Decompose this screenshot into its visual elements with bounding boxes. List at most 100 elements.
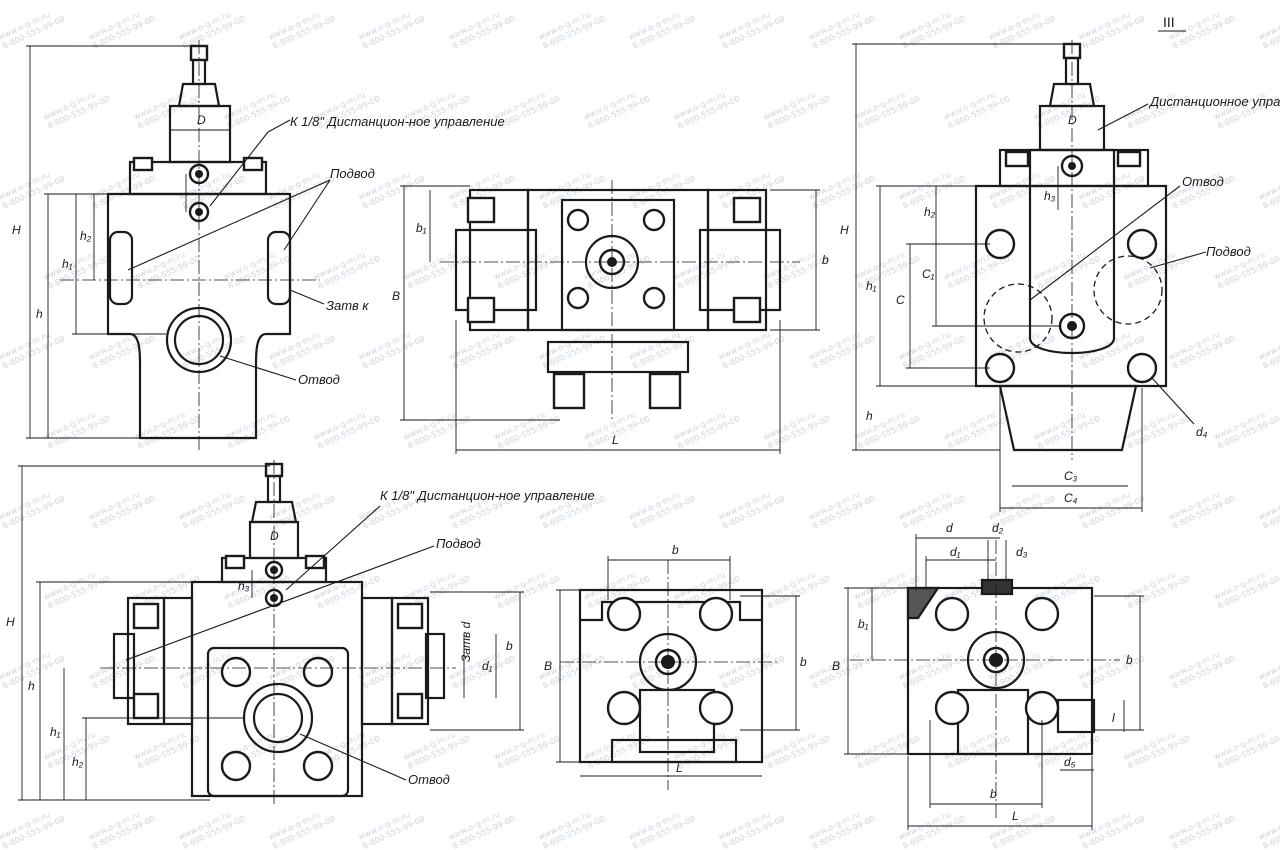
watermark-tile: www.o-g-m.ru8-800-555-99-00	[1122, 565, 1191, 611]
watermark-tile: www.o-g-m.ru8-800-555-99-00	[807, 805, 876, 850]
dim-B-br: B	[832, 659, 840, 673]
watermark-tile: www.o-g-m.ru8-800-555-99-00	[1032, 405, 1101, 451]
watermark-tile: www.o-g-m.ru8-800-555-99-00	[447, 5, 516, 51]
dim-C1-tr: C₁	[922, 267, 935, 281]
watermark-tile: www.o-g-m.ru8-800-555-99-00	[942, 725, 1011, 771]
view-bottom-left: H h h₁ h₂ h₃ D b d₁ Затв d К 1/8" Дистан…	[6, 460, 595, 806]
label-outlet-tr: Отвод	[1182, 174, 1224, 189]
watermark-tile: www.o-g-m.ru8-800-555-99-00	[717, 645, 786, 691]
watermark-tile: www.o-g-m.ru8-800-555-99-00	[1257, 485, 1280, 531]
dim-b-tm: b	[822, 253, 829, 267]
label-supply-tr: Подвод	[1206, 244, 1251, 259]
dim-C3-tr: C₃	[1064, 469, 1078, 483]
view-top-right: H h h₁ C C₁ h₂ h₃ D C₃ C₄ d₄ Дистанционн…	[840, 40, 1280, 512]
watermark-tile: www.o-g-m.ru8-800-555-99-00	[987, 165, 1056, 211]
watermark-tile: www.o-g-m.ru8-800-555-99-00	[1032, 245, 1101, 291]
label-plug-tl: Затв к	[326, 298, 369, 313]
watermark-tile: www.o-g-m.ru8-800-555-99-00	[492, 245, 561, 291]
watermark-tile: www.o-g-m.ru8-800-555-99-00	[42, 565, 111, 611]
watermark-tile: www.o-g-m.ru8-800-555-99-00	[717, 805, 786, 850]
dim-h-tr: h	[866, 409, 873, 423]
watermark-tile: www.o-g-m.ru8-800-555-99-00	[312, 245, 381, 291]
dim-d2-br: d₂	[992, 521, 1004, 535]
watermark-tile: www.o-g-m.ru8-800-555-99-00	[222, 85, 291, 131]
dim-h1: h₁	[62, 257, 73, 271]
watermark-tile: www.o-g-m.ru8-800-555-99-00	[42, 405, 111, 451]
watermark-tile: www.o-g-m.ru8-800-555-99-00	[177, 325, 246, 371]
watermark-tile: www.o-g-m.ru8-800-555-99-00	[267, 325, 336, 371]
watermark-tile: www.o-g-m.ru8-800-555-99-00	[42, 85, 111, 131]
watermark-tile: www.o-g-m.ru8-800-555-99-00	[582, 85, 651, 131]
watermark-tile: www.o-g-m.ru8-800-555-99-00	[807, 485, 876, 531]
watermark-tile: www.o-g-m.ru8-800-555-99-00	[1167, 645, 1236, 691]
watermark-tile: www.o-g-m.ru8-800-555-99-00	[0, 805, 66, 850]
dim-d3-br: d₃	[1016, 545, 1028, 559]
watermark-tile: www.o-g-m.ru8-800-555-99-00	[1257, 645, 1280, 691]
watermark-tile: www.o-g-m.ru8-800-555-99-00	[942, 405, 1011, 451]
watermark-tile: www.o-g-m.ru8-800-555-99-00	[672, 85, 741, 131]
watermark-tile: www.o-g-m.ru8-800-555-99-00	[402, 405, 471, 451]
watermark-tile: www.o-g-m.ru8-800-555-99-00	[762, 565, 831, 611]
dim-D-tr: D	[1068, 113, 1077, 127]
watermark-tile: www.o-g-m.ru8-800-555-99-00	[852, 725, 921, 771]
dim-h: h	[36, 307, 43, 321]
watermark-tile: www.o-g-m.ru8-800-555-99-00	[627, 485, 696, 531]
label-supply-bl: Подвод	[436, 536, 481, 551]
watermark-tile: www.o-g-m.ru8-800-555-99-00	[627, 5, 696, 51]
watermark-tile: www.o-g-m.ru8-800-555-99-00	[672, 405, 741, 451]
watermark-tile: www.o-g-m.ru8-800-555-99-00	[492, 725, 561, 771]
watermark-tile: www.o-g-m.ru8-800-555-99-00	[537, 805, 606, 850]
watermark-tile: www.o-g-m.ru8-800-555-99-00	[537, 165, 606, 211]
watermark-tile: www.o-g-m.ru8-800-555-99-00	[177, 5, 246, 51]
watermark-tile: www.o-g-m.ru8-800-555-99-00	[177, 485, 246, 531]
dim-d-br: d	[946, 521, 953, 535]
watermark-tile: www.o-g-m.ru8-800-555-99-00	[87, 805, 156, 850]
watermark-tile: www.o-g-m.ru8-800-555-99-00	[1257, 165, 1280, 211]
watermark-tile: www.o-g-m.ru8-800-555-99-00	[267, 805, 336, 850]
watermark-tile: www.o-g-m.ru8-800-555-99-00	[627, 325, 696, 371]
watermark-tile: www.o-g-m.ru8-800-555-99-00	[1077, 5, 1146, 51]
watermark-tile: www.o-g-m.ru8-800-555-99-00	[852, 85, 921, 131]
watermark-tile: www.o-g-m.ru8-800-555-99-00	[492, 405, 561, 451]
dim-d5-br: d₅	[1064, 755, 1076, 769]
watermark-tile: www.o-g-m.ru8-800-555-99-00	[807, 645, 876, 691]
watermark-tile: www.o-g-m.ru8-800-555-99-00	[42, 245, 111, 291]
dim-d1-bl: d₁	[482, 659, 493, 673]
watermark-tile: www.o-g-m.ru8-800-555-99-00	[672, 245, 741, 291]
watermark-tile: www.o-g-m.ru8-800-555-99-00	[132, 85, 201, 131]
dim-h2: h₂	[80, 229, 92, 243]
dim-C4-tr: C₄	[1064, 491, 1078, 505]
label-outlet-tl: Отвод	[298, 372, 340, 387]
watermark-tile: www.o-g-m.ru8-800-555-99-00	[357, 805, 426, 850]
watermark-tile: www.o-g-m.ru8-800-555-99-00	[537, 5, 606, 51]
dim-B-tm: B	[392, 289, 400, 303]
watermark-tile: www.o-g-m.ru8-800-555-99-00	[942, 85, 1011, 131]
dim-h1-bl: h₁	[50, 725, 61, 739]
dim-b1-tm: b₁	[416, 221, 427, 235]
watermark-tile: www.o-g-m.ru8-800-555-99-00	[402, 245, 471, 291]
dim-H-tr: H	[840, 223, 849, 237]
watermark-tile: www.o-g-m.ru8-800-555-99-00	[312, 565, 381, 611]
dim-b-side-br: b	[1126, 653, 1133, 667]
watermark-tile: www.o-g-m.ru8-800-555-99-00	[1167, 805, 1236, 850]
dim-d4-tr: d₄	[1196, 425, 1208, 439]
page-mark: III	[1163, 14, 1175, 30]
dim-b-top-bm: b	[672, 543, 679, 557]
watermark-tile: www.o-g-m.ru8-800-555-99-00	[717, 485, 786, 531]
watermark-tile: www.o-g-m.ru8-800-555-99-00	[807, 165, 876, 211]
watermark-tile: www.o-g-m.ru8-800-555-99-00	[897, 165, 966, 211]
label-plug-bl: Затв d	[459, 621, 473, 662]
watermark-tile: www.o-g-m.ru8-800-555-99-00	[807, 325, 876, 371]
watermark-tile: www.o-g-m.ru8-800-555-99-00	[267, 5, 336, 51]
dim-b-bottom-br: b	[990, 787, 997, 801]
view-bottom-middle: b B b L	[544, 543, 807, 790]
dim-h1-tr: h₁	[866, 279, 877, 293]
watermark-tile: www.o-g-m.ru8-800-555-99-00	[312, 405, 381, 451]
watermark-tile: www.o-g-m.ru8-800-555-99-00	[87, 325, 156, 371]
watermark-tile: www.o-g-m.ru8-800-555-99-00	[357, 325, 426, 371]
dim-C-tr: C	[896, 293, 905, 307]
watermark-tile: www.o-g-m.ru8-800-555-99-00	[897, 485, 966, 531]
watermark-tile: www.o-g-m.ru8-800-555-99-00	[87, 165, 156, 211]
watermark-tile: www.o-g-m.ru8-800-555-99-00	[0, 165, 66, 211]
dim-H: H	[12, 223, 21, 237]
